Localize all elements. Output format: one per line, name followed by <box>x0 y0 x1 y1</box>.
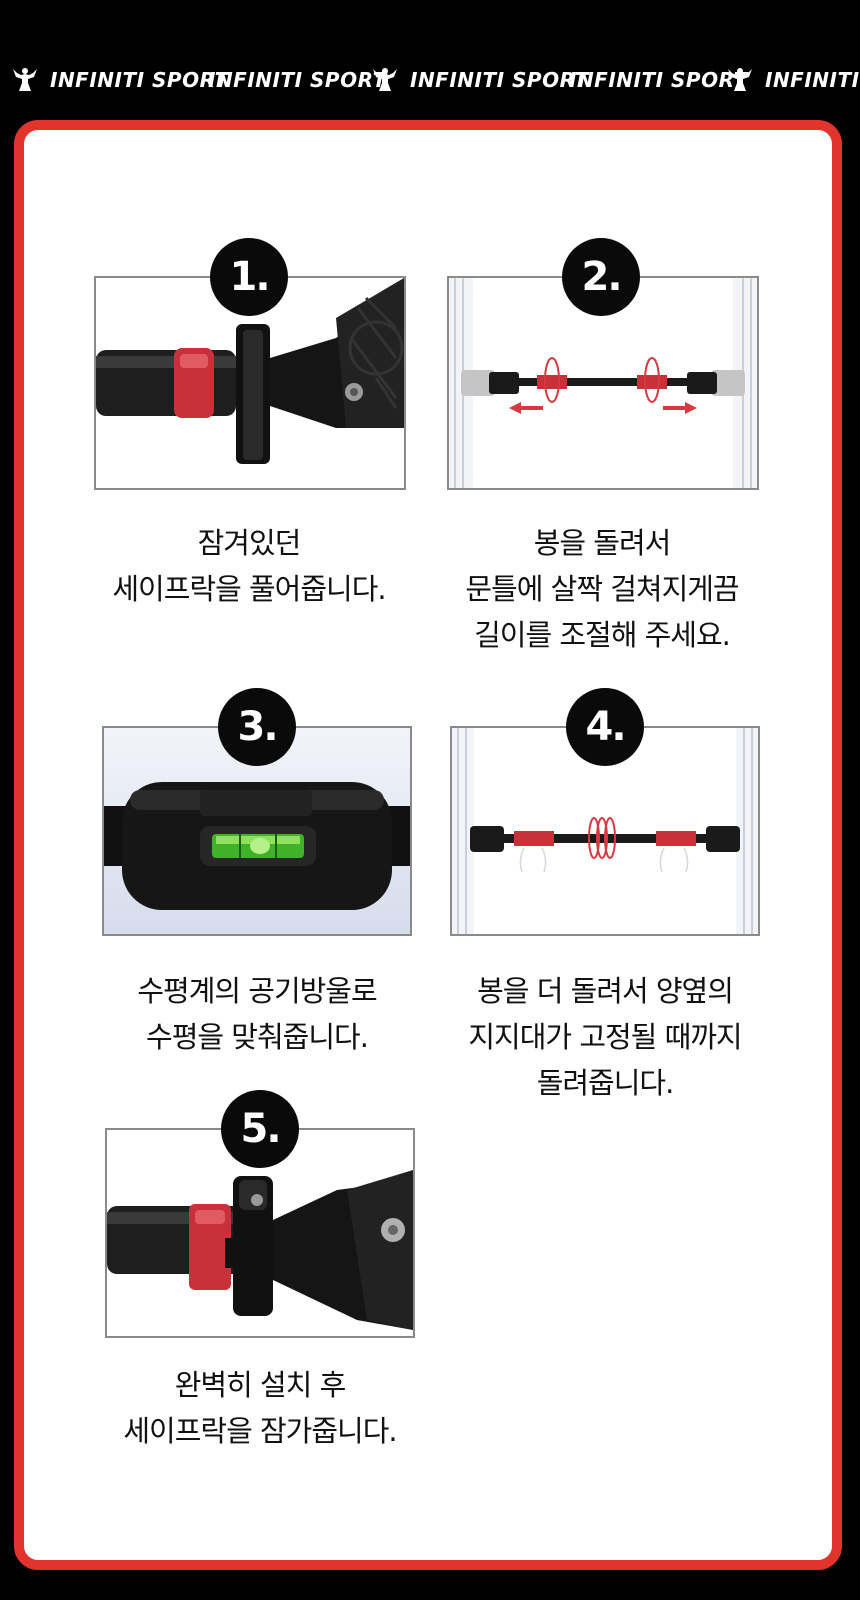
safe-lock-engage-photo <box>105 1128 415 1338</box>
brand-name: INFINITI SPORT <box>410 68 589 92</box>
step-number-badge: 3. <box>218 688 296 766</box>
instruction-card: 1. 잠겨있던 세이프락을 풀어줍니다. <box>14 120 842 1570</box>
caption-line: 세이프락을 풀어줍니다. <box>112 572 386 606</box>
caption-line: 길이를 조절해 주세요. <box>474 618 731 652</box>
muscle-man-logo-icon <box>13 68 37 91</box>
caption-line: 완벽히 설치 후 <box>174 1368 347 1402</box>
caption-line: 문틀에 살짝 걸쳐지게끔 <box>465 572 739 606</box>
brand-name: INFINITI SPORT <box>208 68 387 92</box>
step-caption: 봉을 더 돌려서 양옆의 지지대가 고정될 때까지 돌려줍니다. <box>440 968 770 1106</box>
step-number-badge: 4. <box>566 688 644 766</box>
caption-line: 돌려줍니다. <box>536 1066 675 1100</box>
step-number-badge: 5. <box>221 1090 299 1168</box>
caption-line: 봉을 더 돌려서 양옆의 <box>477 974 734 1008</box>
brand-name: INFINITI SPORT <box>765 68 860 92</box>
safe-lock-release-photo <box>94 276 406 490</box>
brand-item: INFINITI SPORT <box>10 62 229 98</box>
muscle-man-logo-icon <box>728 68 752 91</box>
muscle-man-logo-icon <box>373 68 397 91</box>
caption-line: 지지대가 고정될 때까지 <box>468 1020 742 1054</box>
brand-name: INFINITI SPORT <box>50 68 229 92</box>
caption-line: 봉을 돌려서 <box>533 526 672 560</box>
caption-line: 세이프락을 잠가줍니다. <box>123 1414 397 1448</box>
adjust-length-photo <box>447 276 759 490</box>
step-caption: 수평계의 공기방울로 수평을 맞춰줍니다. <box>92 968 422 1060</box>
caption-line: 수평을 맞춰줍니다. <box>146 1020 369 1054</box>
caption-line: 수평계의 공기방울로 <box>137 974 377 1008</box>
brand-item: INFINITI SPORT <box>208 62 387 98</box>
brand-item: INFINITI SPORT <box>725 62 860 98</box>
step-caption: 완벽히 설치 후 세이프락을 잠가줍니다. <box>95 1362 425 1454</box>
step-caption: 봉을 돌려서 문틀에 살짝 걸쳐지게끔 길이를 조절해 주세요. <box>437 520 767 658</box>
brand-strip: INFINITI SPORT INFINITI SPORT INFINITI S… <box>0 62 860 98</box>
step-number-badge: 2. <box>562 238 640 316</box>
brand-name: INFINITI SPORT <box>569 68 748 92</box>
caption-line: 잠겨있던 <box>197 526 302 560</box>
brand-item: INFINITI SPORT <box>370 62 589 98</box>
step-number-badge: 1. <box>210 238 288 316</box>
step-caption: 잠겨있던 세이프락을 풀어줍니다. <box>84 520 414 612</box>
brand-item: INFINITI SPORT <box>569 62 748 98</box>
